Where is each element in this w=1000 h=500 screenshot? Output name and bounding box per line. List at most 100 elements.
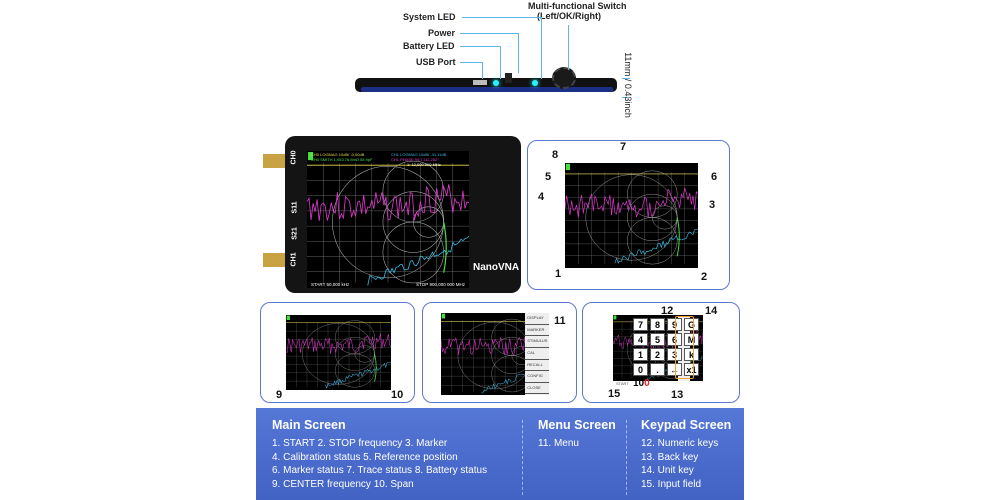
legend-line: 15. Input field xyxy=(641,478,702,490)
callout-7: 7 xyxy=(620,141,627,153)
label-power: Power xyxy=(428,28,456,38)
menu-item[interactable]: RECALL xyxy=(525,360,549,372)
trace3-status: CH1 LOGMAG 10dB/ -31,11dB xyxy=(391,152,447,157)
callout-12: 12 xyxy=(661,305,674,317)
keypad-key[interactable]: 5 xyxy=(650,333,665,346)
stop-frequency: STOP 900,000 000 MHz xyxy=(416,282,465,287)
legend-main: Main Screen 1. START 2. STOP frequency 3… xyxy=(272,418,487,491)
callout-11: 11 xyxy=(554,315,566,327)
center-span-panel: 9 10 xyxy=(260,302,415,403)
legend-keypad: Keypad Screen 12. Numeric keys 13. Back … xyxy=(641,418,731,491)
trace-green xyxy=(676,217,680,257)
menu-item[interactable]: MARKER xyxy=(525,325,549,337)
keypad-key[interactable]: x1 xyxy=(684,363,699,376)
unit-key-highlight xyxy=(675,316,694,379)
callout-1: 1 xyxy=(555,268,562,280)
keypad-key[interactable]: k xyxy=(684,348,699,361)
keypad-key[interactable]: 8 xyxy=(650,318,665,331)
keypad-key[interactable]: 2 xyxy=(650,348,665,361)
keypad-key[interactable]: G xyxy=(684,318,699,331)
callout-2: 2 xyxy=(701,271,708,283)
trace-magenta xyxy=(307,183,469,221)
center-span-display xyxy=(286,315,391,390)
legend-line: 1. START 2. STOP frequency 3. Marker xyxy=(272,438,448,449)
usb-port xyxy=(473,80,487,85)
power-switch[interactable] xyxy=(505,73,512,83)
keypad-key[interactable]: 3 xyxy=(667,348,682,361)
keypad-key[interactable]: 7 xyxy=(633,318,648,331)
start-frequency: START 50,000 kHz xyxy=(311,282,350,287)
legend-line: 4. Calibration status 5. Reference posit… xyxy=(272,451,458,463)
keypad-key[interactable]: . xyxy=(650,363,665,376)
keypad-key[interactable]: 6 xyxy=(667,333,682,346)
trace2-status: CH0 SMITH 1,053 76,8mΩ 58,9pF xyxy=(311,157,373,162)
smith-circle xyxy=(413,206,444,238)
menu-item[interactable]: CAL xyxy=(525,348,549,360)
battery-icon xyxy=(286,315,290,320)
battery-led xyxy=(493,80,499,86)
menu-item[interactable]: STIMULUS xyxy=(525,336,549,348)
keypad-key[interactable]: 9 xyxy=(667,318,682,331)
label-system-led: System LED xyxy=(403,12,456,22)
legend-line: 14. Unit key xyxy=(641,465,694,476)
label-switch: Multi-functional Switch xyxy=(528,1,627,11)
smith-circle xyxy=(627,217,678,265)
menu-item[interactable]: CLOSE xyxy=(525,383,549,395)
input-label: START xyxy=(616,381,629,386)
legend-menu: Menu Screen 11. Menu xyxy=(538,418,616,451)
pcb-edge xyxy=(361,87,613,92)
legend-line: 13. Back key xyxy=(641,451,699,463)
ch1-label: CH1 xyxy=(290,252,298,267)
trace-cyan xyxy=(325,361,391,389)
keypad-key[interactable]: 0 xyxy=(633,363,648,376)
ch0-label: CH0 xyxy=(290,150,298,165)
smith-circle xyxy=(335,353,375,388)
callout-6: 6 xyxy=(711,171,718,183)
multi-switch-wheel[interactable] xyxy=(552,67,576,89)
callout-3: 3 xyxy=(709,199,716,211)
menu-item[interactable]: CONFIG xyxy=(525,371,549,383)
thickness-label: 11mm / 0.43inch xyxy=(622,52,633,118)
marker-status: 1: 12,000 000 MHz xyxy=(407,162,441,167)
input-field[interactable]: 100 xyxy=(633,378,650,389)
callout-14: 14 xyxy=(705,305,718,317)
keypad-key[interactable]: M xyxy=(684,333,699,346)
callout-9: 9 xyxy=(276,389,283,401)
trace-magenta xyxy=(286,333,391,354)
keypad-key[interactable]: ← xyxy=(667,363,682,376)
legend-line: 6. Marker status 7. Trace status 8. Batt… xyxy=(272,465,488,476)
trace-magenta xyxy=(565,187,698,218)
sma-connector-ch0 xyxy=(263,154,285,168)
legend-keypad-title: Keypad Screen xyxy=(641,418,732,432)
legend-menu-title: Menu Screen xyxy=(538,418,616,432)
keypad-key[interactable]: 4 xyxy=(633,333,648,346)
legend-line: 11. Menu xyxy=(538,438,579,449)
label-switch-sub: (Left/OK/Right) xyxy=(537,11,601,21)
nanovna-logo: NanoVNA xyxy=(473,262,520,273)
input-cursor: 0 xyxy=(644,378,650,389)
battery-icon xyxy=(441,313,446,319)
label-battery-led: Battery LED xyxy=(403,41,455,51)
callout-13: 13 xyxy=(671,389,684,401)
callout-15: 15 xyxy=(608,388,621,400)
main-screen-display xyxy=(565,163,698,268)
menu-item[interactable]: DISPLAY xyxy=(525,313,549,325)
legend-panel: Main Screen 1. START 2. STOP frequency 3… xyxy=(256,408,744,500)
trace-green xyxy=(374,353,377,382)
trace-cyan xyxy=(367,235,469,286)
label-usb-port: USB Port xyxy=(416,57,456,67)
battery-icon xyxy=(308,152,314,161)
callout-5: 5 xyxy=(545,171,552,183)
callout-4: 4 xyxy=(538,191,545,203)
side-view xyxy=(355,67,617,98)
smith-circle xyxy=(652,205,678,230)
trace-green xyxy=(443,221,447,273)
main-screen-panel: 1 2 3 4 5 6 7 8 xyxy=(527,140,730,290)
smith-circle xyxy=(354,345,375,363)
keypad-key[interactable]: 1 xyxy=(633,348,648,361)
device-screen: CH0 LOGMAG 10dB/ -0,00dB CH0 SMITH 1,053… xyxy=(307,151,469,288)
